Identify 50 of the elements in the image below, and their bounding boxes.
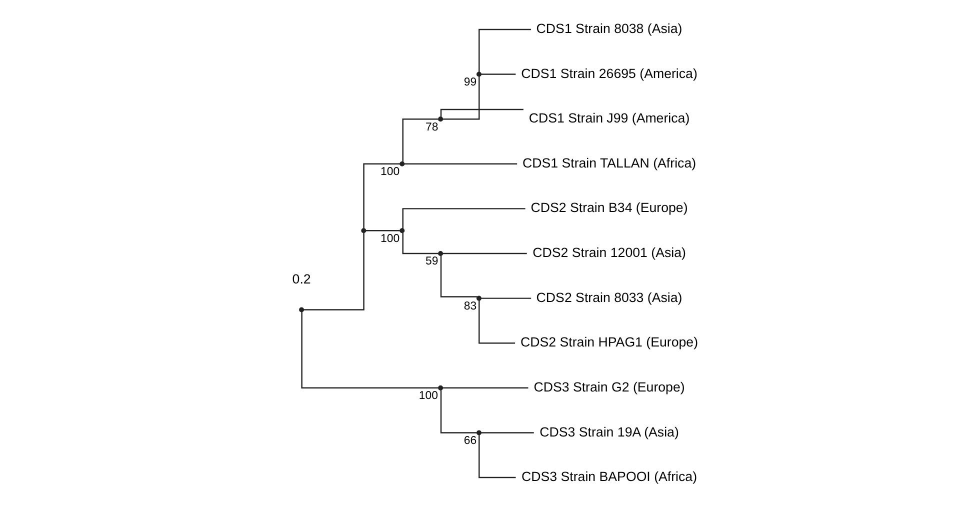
node-point [476,72,482,77]
connector [365,230,400,232]
connector [442,387,528,389]
connector [402,118,438,162]
node-text: CDS1 Strain J99 (America) [528,110,690,126]
connector [440,108,523,117]
node-text: CDS1 Strain TALLAN (Africa) [522,155,696,170]
node-text: CDS1 Strain 8038 (Asia) [536,20,682,36]
node-point [438,250,443,256]
connector [440,256,477,298]
connector [440,390,476,434]
node-label: 99 [463,76,476,88]
node-point [476,296,482,301]
connector [478,434,516,478]
connector [402,208,525,229]
connector [442,252,526,254]
node-text: CDS2 Strain 12001 (Asia) [532,245,686,260]
connector [303,232,364,310]
connector [404,163,517,164]
node-text: CDS2 Strain 8033 (Asia) [536,290,682,305]
connector [362,163,400,228]
connector [478,300,515,344]
node-label: 100 [380,232,400,245]
node-point [399,161,404,166]
node-point [399,228,404,234]
node-text: CDS3 Strain BAPOOI (Africa) [521,469,697,484]
node-label: 100 [418,390,438,402]
node-label: 83 [463,300,476,313]
node-text: CDS2 Strain B34 (Europe) [530,200,688,216]
node-label: 100 [380,166,400,178]
label: 0.2 [292,272,310,287]
node-point [298,307,304,312]
node-point [438,116,443,122]
connector [480,298,531,299]
node-text: CDS3 Strain G2 (Europe) [533,379,684,394]
node-label: 78 [424,121,438,134]
node-label: 66 [463,434,476,447]
node-text: CDS1 Strain 26695 (America) [520,66,697,81]
node-text: CDS2 Strain HPAG1 (Europe) [520,334,698,350]
connector [442,76,480,120]
node-point [438,385,443,390]
node-point [476,430,482,436]
connector [402,232,438,254]
connector [480,432,534,434]
node-label: 59 [424,256,438,268]
node-point [360,228,366,234]
connector [480,74,516,75]
node-text: CDS3 Strain 19A (Asia) [539,424,678,440]
connector [478,28,530,72]
connector [300,312,438,389]
